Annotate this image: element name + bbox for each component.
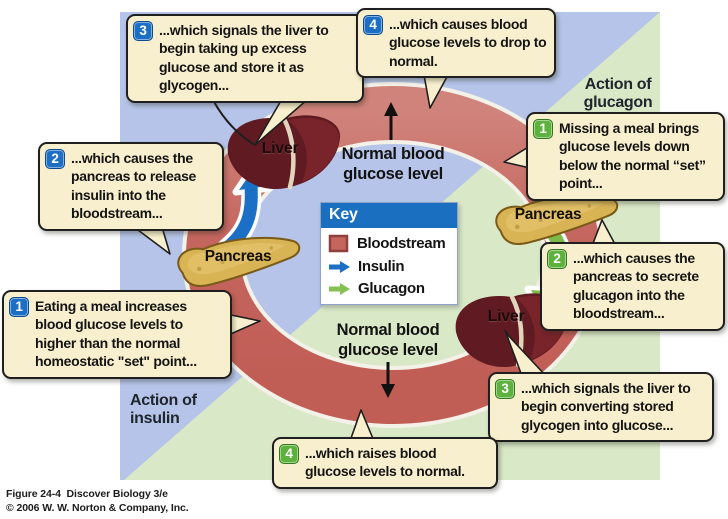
insulin-step-2-text: ...which causes the pancreas to release …	[71, 150, 197, 222]
copyright-line: © 2006 W. W. Norton & Company, Inc.	[6, 502, 189, 514]
normal-level-down-arrow	[381, 362, 395, 398]
insulin-arrow-icon	[329, 260, 350, 273]
step-2-badge-insulin: 2	[45, 149, 65, 169]
liver-lower-label: Liver	[487, 308, 525, 325]
step-4-badge-insulin: 4	[363, 15, 383, 35]
normal-level-up-arrow	[384, 102, 398, 140]
callout-glucagon-step-3: 3 ...which signals the liver to begin co…	[488, 372, 714, 443]
glucagon-arrow-icon	[329, 282, 350, 295]
key-legend: Key Bloodstream Insulin Glucagon	[320, 202, 458, 305]
key-item-bloodstream: Bloodstream	[328, 234, 450, 253]
step-3-badge-glucagon: 3	[495, 379, 515, 399]
callout-insulin-step-4: 4 ...which causes blood glucose levels t…	[356, 8, 556, 79]
insulin-step-4-text: ...which causes blood glucose levels to …	[389, 16, 547, 69]
step-3-badge-insulin: 3	[133, 21, 153, 41]
glucagon-step-3-text: ...which signals the liver to begin conv…	[521, 380, 691, 433]
glucagon-step-1-text: Missing a meal brings glucose levels dow…	[559, 120, 706, 192]
callout-tails	[133, 74, 617, 442]
insulin-step-1-text: Eating a meal increases blood glucose le…	[35, 298, 197, 370]
key-item-insulin: Insulin	[328, 258, 450, 275]
action-of-glucagon-label: Action of glucagon	[583, 76, 653, 112]
key-bloodstream-label: Bloodstream	[357, 235, 446, 252]
normal-glucose-top-label: Normal blood glucose level	[341, 145, 445, 184]
step-1-badge-insulin: 1	[9, 297, 29, 317]
callout-insulin-step-2: 2 ...which causes the pancreas to releas…	[38, 142, 224, 231]
step-2-badge-glucagon: 2	[547, 249, 567, 269]
key-body: Bloodstream Insulin Glucagon	[321, 228, 457, 304]
pancreas-right-label: Pancreas	[514, 206, 582, 223]
glucagon-step-2-text: ...which causes the pancreas to secrete …	[573, 250, 699, 322]
callout-glucagon-step-1: 1 Missing a meal brings glucose levels d…	[526, 112, 725, 201]
glucagon-step-4-text: ...which raises blood glucose levels to …	[305, 445, 465, 480]
insulin-step-3-text: ...which signals the liver to begin taki…	[159, 22, 329, 94]
figure-caption: Figure 24-4 Discover Biology 3/e	[6, 488, 168, 500]
step-1-badge-glucagon: 1	[533, 119, 553, 139]
pancreas-left-label: Pancreas	[204, 248, 272, 265]
liver-upper-label: Liver	[261, 140, 299, 157]
callout-glucagon-step-4: 4 ...which raises blood glucose levels t…	[272, 437, 498, 489]
callout-insulin-step-3: 3 ...which signals the liver to begin ta…	[126, 14, 364, 103]
key-item-glucagon: Glucagon	[328, 280, 450, 297]
key-insulin-label: Insulin	[358, 258, 405, 275]
action-of-insulin-label: Action of insulin	[130, 392, 197, 428]
key-title: Key	[321, 203, 457, 228]
bloodstream-swatch-icon	[328, 234, 349, 253]
step-4-badge-glucagon: 4	[279, 444, 299, 464]
normal-glucose-bottom-label: Normal blood glucose level	[336, 321, 440, 360]
callout-glucagon-step-2: 2 ...which causes the pancreas to secret…	[540, 242, 725, 331]
callout-insulin-step-1: 1 Eating a meal increases blood glucose …	[2, 290, 232, 379]
key-glucagon-label: Glucagon	[358, 280, 425, 297]
